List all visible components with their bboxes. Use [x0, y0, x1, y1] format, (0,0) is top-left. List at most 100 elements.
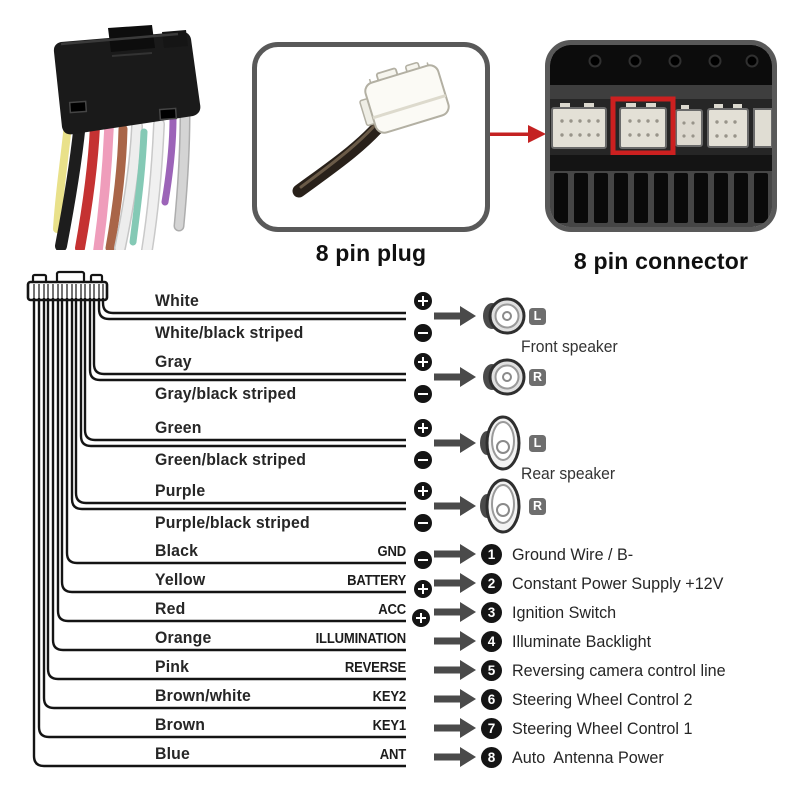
output-text-antenna: Auto Antenna Power: [512, 748, 664, 767]
left-channel-badge: L: [529, 308, 546, 325]
output-number-5: 5: [481, 660, 502, 681]
plus-icon: [414, 482, 432, 500]
minus-icon: [414, 451, 432, 469]
eight-pin-connector-highlighted: [619, 103, 667, 149]
wire-path-black: [65, 298, 406, 565]
right-arrow-icon: [434, 747, 476, 767]
wire-path-blue: [32, 298, 406, 768]
wire-path-brown-white: [42, 298, 406, 710]
right-arrow-icon: [434, 602, 476, 622]
plus-icon: [414, 580, 432, 598]
plus-icon: [414, 419, 432, 437]
output-number-6: 6: [481, 689, 502, 710]
output-text-illumination: Illuminate Backlight: [512, 632, 652, 651]
plus-icon: [414, 353, 432, 371]
wire-label-green: Green: [155, 418, 202, 437]
front-speaker-icon: [483, 358, 526, 396]
terminal-label-key2: KEY2: [372, 689, 407, 705]
wire-label-white-black: White/black striped: [155, 323, 304, 342]
output-text-swc1: Steering Wheel Control 1: [512, 719, 693, 738]
output-number-7: 7: [481, 718, 502, 739]
wire-path-purple-black: [70, 298, 406, 511]
harness-connector-body: [53, 25, 201, 135]
rear-speaker-label: Rear speaker: [521, 465, 616, 483]
wire-label-brown-white: Brown/white: [155, 686, 252, 705]
wire-label-brown: Brown: [155, 715, 206, 734]
wire-path-gray-black: [88, 298, 406, 382]
wire-path-yellow: [60, 298, 406, 594]
right-arrow-icon: [434, 306, 476, 326]
red-arrow-icon: [490, 125, 546, 143]
terminal-label-ant: ANT: [379, 747, 406, 763]
wire-path-green-black: [79, 298, 406, 448]
front-speaker-label: Front speaker: [521, 338, 618, 356]
wire-label-orange: Orange: [155, 628, 212, 647]
wire-label-pink: Pink: [155, 657, 190, 676]
wire-label-purple-black: Purple/black striped: [155, 513, 310, 532]
connector-caption: 8 pin connector: [573, 248, 749, 274]
right-arrow-icon: [434, 367, 476, 387]
wire-path-brown: [37, 298, 406, 739]
plug-photo-panel: [252, 42, 490, 232]
right-arrow-icon: [434, 718, 476, 738]
radio-back-illustration: [550, 45, 772, 227]
output-number-8: 8: [481, 747, 502, 768]
wire-path-purple: [74, 298, 406, 505]
terminal-label-key1: KEY1: [372, 718, 407, 734]
wire-label-yellow: Yellow: [155, 570, 206, 589]
plug-caption: 8 pin plug: [315, 240, 427, 266]
right-arrow-icon: [434, 660, 476, 680]
minus-icon: [414, 324, 432, 342]
rear-speaker-icon: [480, 415, 521, 471]
red-highlight-box: [610, 96, 676, 156]
harness-photo: [53, 25, 201, 250]
pin-connectors-row: [551, 96, 772, 156]
output-number-1: 1: [481, 544, 502, 565]
terminal-label-acc: ACC: [378, 602, 406, 618]
output-number-2: 2: [481, 573, 502, 594]
right-arrow-icon: [434, 689, 476, 709]
output-text-reverse: Reversing camera control line: [512, 661, 726, 680]
terminal-label-reverse: REVERSE: [344, 660, 406, 676]
output-text-swc2: Steering Wheel Control 2: [512, 690, 693, 709]
minus-icon: [414, 514, 432, 532]
plus-icon: [412, 609, 430, 627]
wire-path-gray: [92, 298, 406, 376]
plug-body: [359, 61, 450, 134]
wire-label-black: Black: [155, 541, 199, 560]
output-text-ground: Ground Wire / B-: [512, 545, 634, 564]
right-arrow-icon: [434, 496, 476, 516]
right-arrow-icon: [434, 631, 476, 651]
wire-label-blue: Blue: [155, 744, 191, 763]
rear-speaker-icon: [480, 478, 521, 534]
output-text-ignition: Ignition Switch: [512, 603, 617, 622]
wire-path-red: [56, 298, 406, 623]
wire-path-pink: [46, 298, 406, 681]
wire-path-orange: [51, 298, 406, 652]
wire-label-purple: Purple: [155, 481, 206, 500]
panel-holes: [588, 54, 759, 68]
wire-label-red: Red: [155, 599, 186, 618]
plus-icon: [414, 292, 432, 310]
front-speaker-icon: [483, 297, 526, 335]
wire-path-green: [83, 298, 406, 442]
terminal-label-illumination: ILLUMINATION: [315, 631, 407, 647]
minus-icon: [414, 551, 432, 569]
plug-illustration: [292, 61, 450, 198]
right-arrow-icon: [434, 433, 476, 453]
heatsink-fins: [554, 173, 768, 223]
wire-label-white: White: [155, 291, 199, 310]
wire-label-green-black: Green/black striped: [155, 450, 307, 469]
output-number-3: 3: [481, 602, 502, 623]
wire-label-gray: Gray: [155, 352, 192, 371]
wire-label-gray-black: Gray/black striped: [155, 384, 297, 403]
wire-path-white-black: [97, 298, 406, 321]
minus-icon: [414, 385, 432, 403]
wire-path-white: [101, 298, 406, 315]
plug-symbol: [26, 270, 109, 302]
left-channel-badge: L: [529, 435, 546, 452]
right-channel-badge: R: [529, 369, 546, 386]
wire-paths: [32, 298, 406, 768]
